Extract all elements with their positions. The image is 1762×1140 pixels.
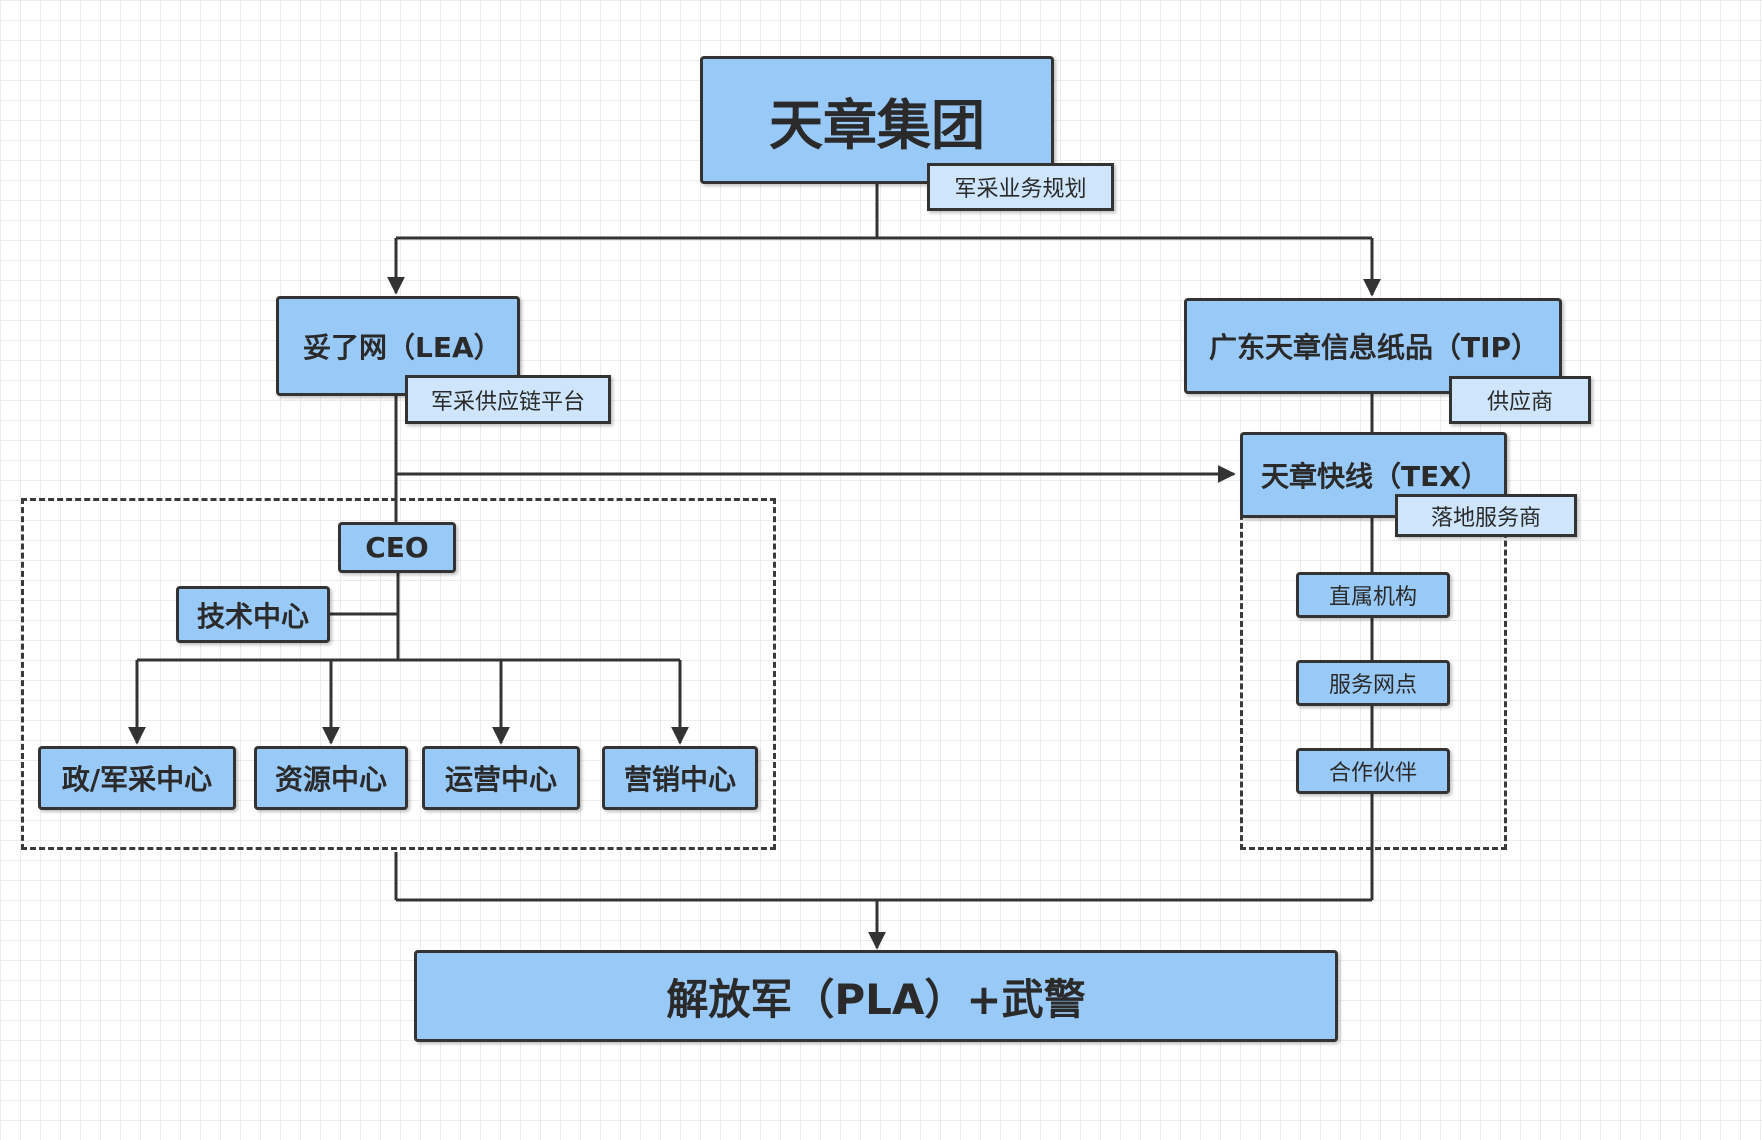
node-partners-label: 合作伙伴	[1328, 761, 1417, 786]
node-tech-center[interactable]: 技术中心	[176, 586, 330, 643]
node-center-marketing-label: 营销中心	[623, 763, 736, 796]
node-center-marketing[interactable]: 营销中心	[602, 746, 758, 810]
tag-supplier-label: 供应商	[1486, 390, 1553, 415]
node-tex-label: 天章快线（TEX）	[1261, 460, 1489, 493]
node-pla-label: 解放军（PLA）+武警	[666, 974, 1086, 1024]
tag-military-procurement-planning: 军采业务规划	[927, 163, 1114, 211]
node-center-gov-military[interactable]: 政/军采中心	[38, 746, 236, 810]
node-center-resources-label: 资源中心	[274, 763, 387, 796]
node-service-outlets[interactable]: 服务网点	[1296, 660, 1450, 706]
tag-supply-chain-platform: 军采供应链平台	[405, 375, 611, 424]
tag-supply-chain-platform-label: 军采供应链平台	[430, 389, 585, 415]
node-pla[interactable]: 解放军（PLA）+武警	[414, 950, 1338, 1042]
node-service-outlets-label: 服务网点	[1328, 673, 1417, 698]
tag-last-mile-provider-label: 落地服务商	[1430, 505, 1541, 531]
lea-org-group	[21, 498, 776, 850]
node-tianzhang-group-label: 天章集团	[769, 93, 985, 157]
node-center-operations-label: 运营中心	[444, 763, 557, 796]
tag-last-mile-provider: 落地服务商	[1395, 494, 1577, 537]
node-partners[interactable]: 合作伙伴	[1296, 748, 1450, 794]
node-direct-branches-label: 直属机构	[1328, 585, 1417, 610]
node-lea-label: 妥了网（LEA）	[303, 331, 502, 364]
node-ceo[interactable]: CEO	[338, 522, 456, 573]
node-ceo-label: CEO	[365, 531, 429, 564]
node-direct-branches[interactable]: 直属机构	[1296, 572, 1450, 618]
node-center-resources[interactable]: 资源中心	[254, 746, 408, 810]
node-center-gov-military-label: 政/军采中心	[61, 763, 213, 796]
tag-military-procurement-planning-label: 军采业务规划	[954, 177, 1087, 202]
node-tech-center-label: 技术中心	[196, 599, 309, 633]
node-center-operations[interactable]: 运营中心	[422, 746, 580, 810]
node-tianzhang-group[interactable]: 天章集团	[700, 56, 1054, 184]
tag-supplier: 供应商	[1449, 376, 1591, 424]
node-tip-label: 广东天章信息纸品（TIP）	[1209, 331, 1540, 364]
